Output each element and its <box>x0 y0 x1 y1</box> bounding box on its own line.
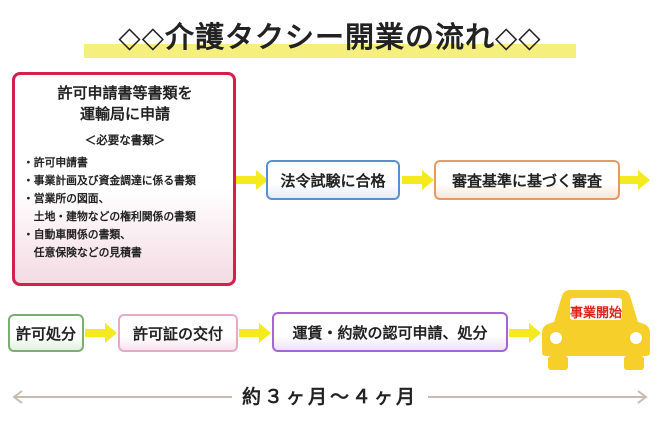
yellow-arrow-icon <box>509 323 541 343</box>
list-item: ・自動車関係の書類、 <box>23 228 131 241</box>
list-item: 土地・建物などの権利関係の書類 <box>23 210 196 223</box>
yellow-arrow-icon <box>402 170 434 190</box>
yellow-arrow-icon <box>620 170 650 190</box>
fare-terms-application-box: 運賃・約款の認可申請、処分 <box>272 312 508 352</box>
list-item: ・事業計画及び資金調達に係る書類 <box>23 174 196 187</box>
required-documents-heading: ＜必要な書類＞ <box>84 133 166 147</box>
business-start-label: 事業開始 <box>569 306 622 321</box>
application-box: 許可申請書等書類を 運輸局に申請 ＜必要な書類＞ ・許可申請書 ・事業計画及び資… <box>12 72 236 286</box>
title-area: ◇◇介護タクシー開業の流れ◇◇ <box>0 14 660 60</box>
review-box: 審査基準に基づく審査 <box>434 160 620 200</box>
title-highlight <box>84 44 576 58</box>
double-arrow-icon <box>12 390 648 404</box>
application-title-line2: 運輸局に申請 <box>79 105 170 123</box>
period-label: 約３ヶ月〜４ヶ月 <box>241 386 418 408</box>
yellow-arrow-icon <box>236 170 268 190</box>
car-icon <box>542 290 650 370</box>
application-title-line1: 許可申請書等書類を <box>57 84 193 102</box>
yellow-arrow-icon <box>85 323 117 343</box>
permit-disposition-box: 許可処分 <box>8 314 84 352</box>
exam-pass-box: 法令試験に合格 <box>266 160 400 200</box>
list-item: 任意保険などの見積書 <box>23 246 142 259</box>
required-documents-list: ・許可申請書 ・事業計画及び資金調達に係る書類 ・営業所の図面、 土地・建物など… <box>23 154 227 262</box>
list-item: ・許可申請書 <box>23 156 88 169</box>
yellow-arrow-icon <box>239 323 271 343</box>
list-item: ・営業所の図面、 <box>23 192 110 205</box>
page-title: ◇◇介護タクシー開業の流れ◇◇ <box>118 20 542 54</box>
permit-certificate-box: 許可証の交付 <box>118 314 238 352</box>
